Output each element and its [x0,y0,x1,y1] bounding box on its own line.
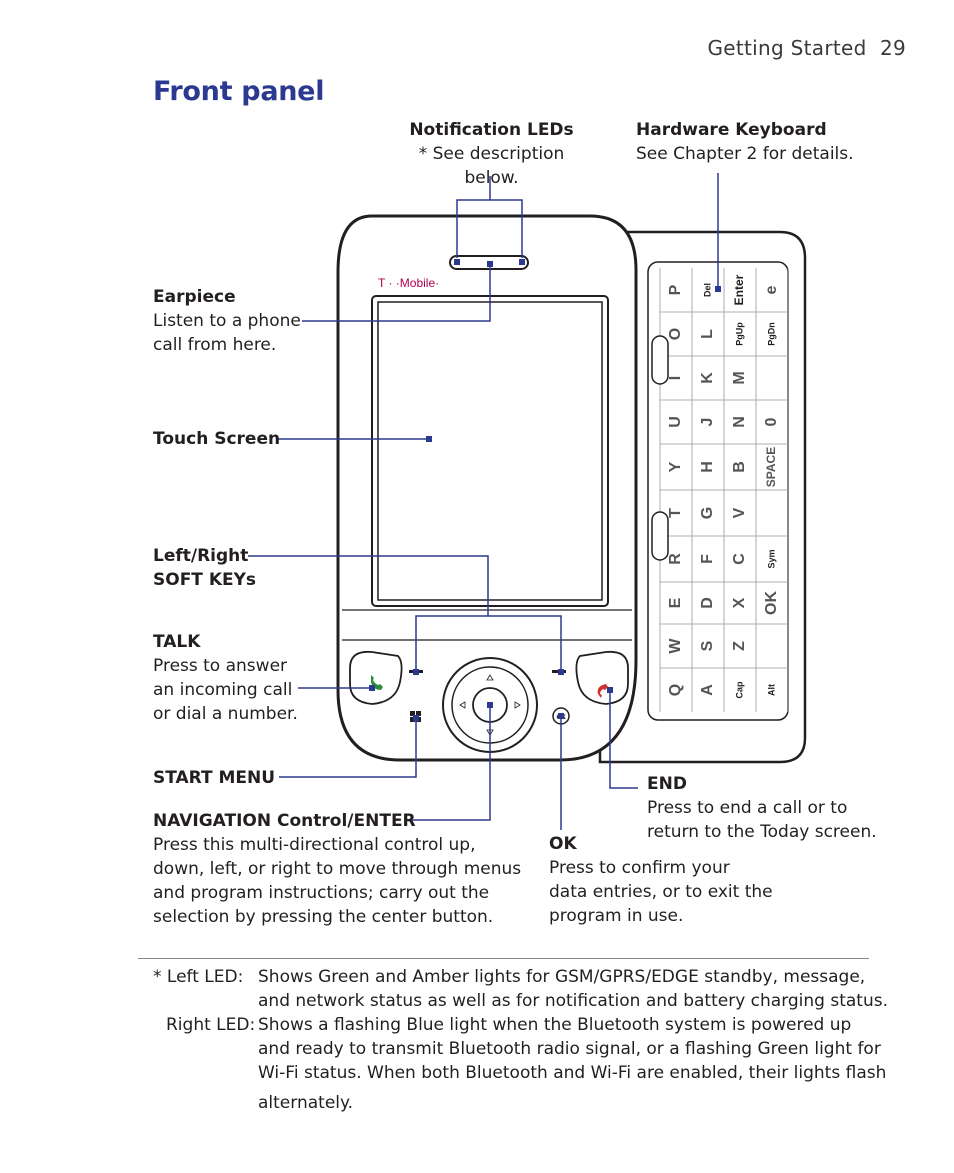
ok-desc-line2: data entries, or to exit the [549,882,773,902]
phone-body [336,214,638,762]
talk-desc-line3: or dial a number. [153,704,298,724]
callout-end: END Press to end a call or to return to … [647,772,877,844]
keyboard-key[interactable]: PgUp [734,322,744,346]
talk-desc-line1: Press to answer [153,656,288,676]
keyboard-key[interactable]: Enter [732,274,746,305]
notification-leds-desc: * See description below. [418,144,565,188]
callout-ok: OK Press to confirm your data entries, o… [549,832,773,928]
keyboard-key[interactable]: R [667,553,684,565]
callout-soft-keys: Left/Right SOFT KEYs [153,544,256,592]
keyboard-key[interactable]: e [763,285,780,294]
footnote-left-led-label: * Left LED: [153,967,244,987]
callout-notification-leds: Notification LEDs * See description belo… [389,118,594,190]
callout-dots [369,259,721,721]
footnote-right-led-line2: and ready to transmit Bluetooth radio si… [258,1039,881,1059]
keyboard-key[interactable]: C [731,553,748,565]
keyboard-key[interactable]: B [731,461,748,473]
ok-title: OK [549,834,577,854]
end-title: END [647,774,687,794]
end-desc-line1: Press to end a call or to [647,798,848,818]
keyboard-key[interactable]: L [699,329,716,339]
keyboard-key[interactable]: Del [702,283,712,297]
callout-hardware-keyboard: Hardware Keyboard See Chapter 2 for deta… [636,118,854,166]
ok-desc-line3: program in use. [549,906,684,926]
notification-leds-title: Notification LEDs [409,120,574,140]
keyboard-key[interactable]: X [731,597,748,608]
navigation-title: NAVIGATION Control/ENTER [153,811,416,831]
footnote-left-led-line1: Shows Green and Amber lights for GSM/GPR… [258,967,866,987]
navigation-desc-line4: selection by pressing the center button. [153,907,494,927]
footnote-right-led-line4: alternately. [258,1093,354,1113]
keyboard-body [598,230,807,764]
section-title: Getting Started [707,36,867,60]
keyboard-key[interactable]: Z [731,641,748,651]
keyboard-key[interactable]: U [667,416,684,428]
soft-keys-title-line2: SOFT KEYs [153,570,257,590]
page-title: Front panel [153,76,325,107]
navigation-desc-line2: down, left, or right to move through men… [153,859,522,879]
keyboard-key[interactable]: T [667,508,684,518]
footnote-divider [138,958,869,959]
page-number: 29 [879,36,906,60]
ok-desc-line1: Press to confirm your [549,858,730,878]
keyboard-key[interactable]: SPACE [764,447,778,487]
keyboard-key[interactable]: A [699,684,716,696]
keyboard-key[interactable]: I [667,376,684,380]
hardware-keyboard-desc: See Chapter 2 for details. [636,144,854,164]
footnote-right-led-line1: Shows a flashing Blue light when the Blu… [258,1015,852,1035]
brand-logo: T · ·Mobile· [378,276,439,290]
earpiece-desc-line2: call from here. [153,335,277,355]
navigation-desc-line3: and program instructions; carry out the [153,883,490,903]
keyboard-key[interactable]: G [699,507,716,519]
keyboard-key[interactable]: PgDn [766,322,776,346]
soft-keys-title-line1: Left/Right [153,546,249,566]
footnote-left-led-line2: and network status as well as for notifi… [258,991,889,1011]
keyboard-key[interactable]: F [699,554,716,564]
callout-lines [248,173,719,830]
earpiece-title: Earpiece [153,287,236,307]
keyboard-key[interactable]: S [699,640,716,651]
keyboard-key[interactable]: H [699,461,716,473]
keyboard-key[interactable]: M [731,371,748,384]
keyboard-key[interactable]: P [667,284,684,295]
keyboard-key[interactable]: D [699,597,716,609]
end-desc-line2: return to the Today screen. [647,822,877,842]
start-menu-title: START MENU [153,768,276,788]
keyboard-key[interactable]: J [699,418,716,427]
earpiece-desc-line1: Listen to a phone [153,311,301,331]
keyboard-key[interactable]: W [667,638,684,654]
hardware-keyboard-title: Hardware Keyboard [636,120,827,140]
footnote-right-led-label: Right LED: [166,1015,256,1035]
footnote-left-led-text: Shows Green and Amber lights for GSM/GPR… [258,965,888,1013]
keyboard-key[interactable]: Q [667,684,684,696]
keyboard-key[interactable]: 0 [763,417,780,426]
keyboard-key[interactable]: Y [667,461,684,472]
callout-earpiece: Earpiece Listen to a phone call from her… [153,285,301,357]
talk-desc-line2: an incoming call [153,680,293,700]
keyboard-key[interactable]: N [731,416,748,428]
end-phone-icon [597,684,608,698]
touch-screen-title: Touch Screen [153,429,281,449]
running-header: Getting Started 29 [707,36,906,60]
callout-navigation: NAVIGATION Control/ENTER Press this mult… [153,809,521,929]
footnote-right-led-line3: Wi-Fi status. When both Bluetooth and Wi… [258,1063,887,1083]
keyboard-key[interactable]: Cap [734,681,744,699]
callout-talk: TALK Press to answer an incoming call or… [153,630,298,726]
keyboard-key[interactable]: OK [763,591,780,615]
keyboard-key[interactable]: K [699,372,716,384]
keyboard-key[interactable]: Sym [766,549,776,568]
keyboard-key[interactable]: V [731,507,748,518]
keyboard-key[interactable]: E [667,597,684,608]
keyboard-key[interactable]: O [667,328,684,340]
talk-title: TALK [153,632,201,652]
keyboard-key[interactable]: Alt [766,684,776,696]
footnote-right-led-text: Shows a flashing Blue light when the Blu… [258,1013,886,1115]
navigation-desc-line1: Press this multi-directional control up, [153,835,476,855]
